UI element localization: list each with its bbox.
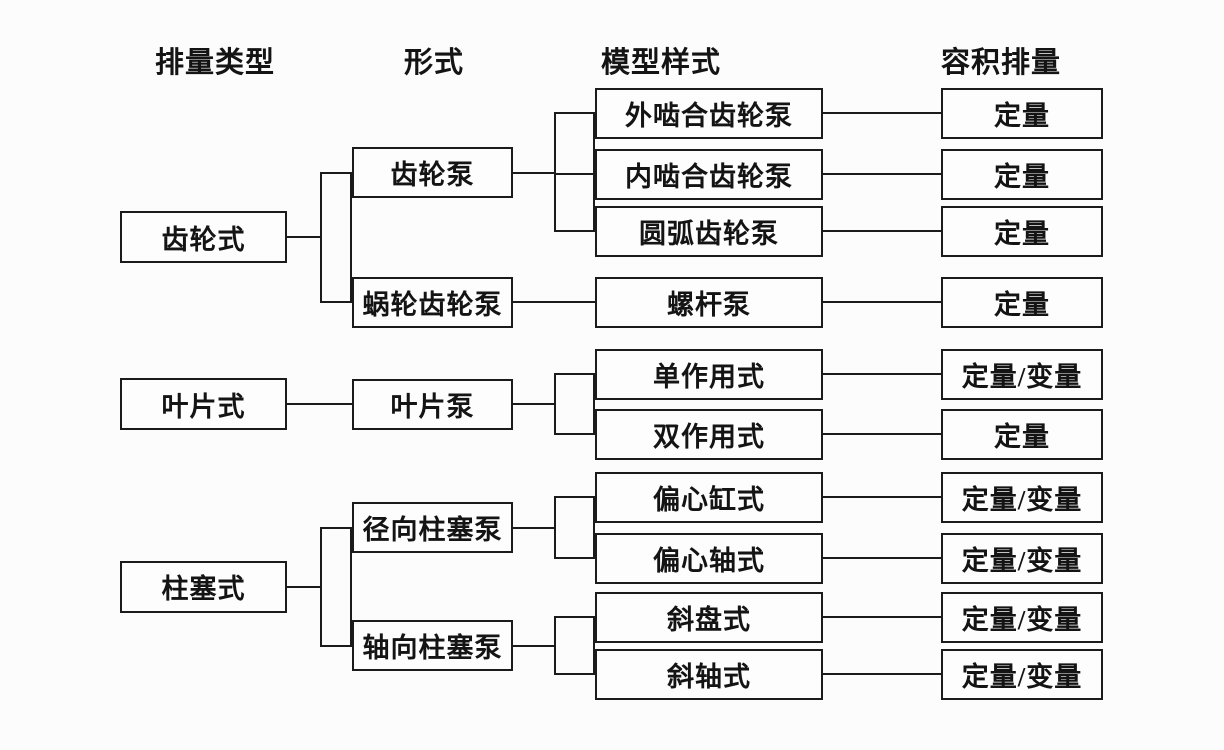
connector-line xyxy=(823,173,941,175)
connector-line xyxy=(513,403,556,405)
connector-line xyxy=(513,526,556,529)
displacement-box: 定量 xyxy=(941,408,1103,460)
connector-line xyxy=(823,112,941,114)
column-header-displacement-type: 排量类型 xyxy=(154,47,276,79)
connector-line xyxy=(513,171,556,174)
connector-bracket xyxy=(554,373,595,435)
column-header-model-style: 模型样式 xyxy=(600,47,722,79)
model-box: 偏心缸式 xyxy=(595,471,823,523)
connector-line xyxy=(287,585,322,588)
model-box: 内啮合齿轮泵 xyxy=(595,148,823,200)
model-box: 单作用式 xyxy=(595,348,823,400)
model-box: 双作用式 xyxy=(595,408,823,460)
form-box: 齿轮泵 xyxy=(352,147,513,199)
connector-line xyxy=(823,616,941,618)
model-box: 斜轴式 xyxy=(595,648,823,700)
connector-line xyxy=(513,644,556,647)
displacement-box: 定量 xyxy=(941,87,1103,139)
model-box: 偏心轴式 xyxy=(595,532,823,584)
form-box: 轴向柱塞泵 xyxy=(352,620,513,671)
displacement-box: 定量/变量 xyxy=(941,648,1103,700)
displacement-box: 定量/变量 xyxy=(941,348,1103,400)
type-box: 柱塞式 xyxy=(120,560,287,613)
connector-line xyxy=(554,173,595,175)
connector-line xyxy=(823,230,941,232)
form-box: 蜗轮齿轮泵 xyxy=(352,276,513,328)
type-box: 齿轮式 xyxy=(120,211,287,264)
column-header-volumetric-displacement: 容积排量 xyxy=(940,47,1062,79)
connector-line xyxy=(823,373,941,375)
connector-bracket xyxy=(320,171,352,303)
displacement-box: 定量 xyxy=(941,205,1103,257)
connector-line xyxy=(823,673,941,675)
form-box: 径向柱塞泵 xyxy=(352,502,513,553)
displacement-box: 定量/变量 xyxy=(941,471,1103,523)
type-box: 叶片式 xyxy=(120,378,287,430)
connector-bracket xyxy=(554,616,595,675)
connector-line xyxy=(823,433,941,435)
displacement-box: 定量 xyxy=(941,148,1103,200)
connector-line xyxy=(513,301,595,303)
connector-bracket xyxy=(554,496,595,559)
displacement-box: 定量/变量 xyxy=(941,591,1103,643)
model-box: 外啮合齿轮泵 xyxy=(595,87,823,139)
connector-line xyxy=(287,403,352,405)
column-header-form: 形式 xyxy=(403,47,465,79)
connector-line xyxy=(823,496,941,498)
model-box: 斜盘式 xyxy=(595,591,823,643)
connector-line xyxy=(823,301,941,303)
connector-line xyxy=(823,557,941,559)
connector-bracket xyxy=(554,112,595,232)
displacement-box: 定量 xyxy=(941,276,1103,328)
form-box: 叶片泵 xyxy=(352,378,513,430)
connector-bracket xyxy=(320,526,352,647)
model-box: 圆弧齿轮泵 xyxy=(595,205,823,257)
displacement-box: 定量/变量 xyxy=(941,532,1103,584)
connector-line xyxy=(287,236,322,239)
model-box: 螺杆泵 xyxy=(595,276,823,328)
